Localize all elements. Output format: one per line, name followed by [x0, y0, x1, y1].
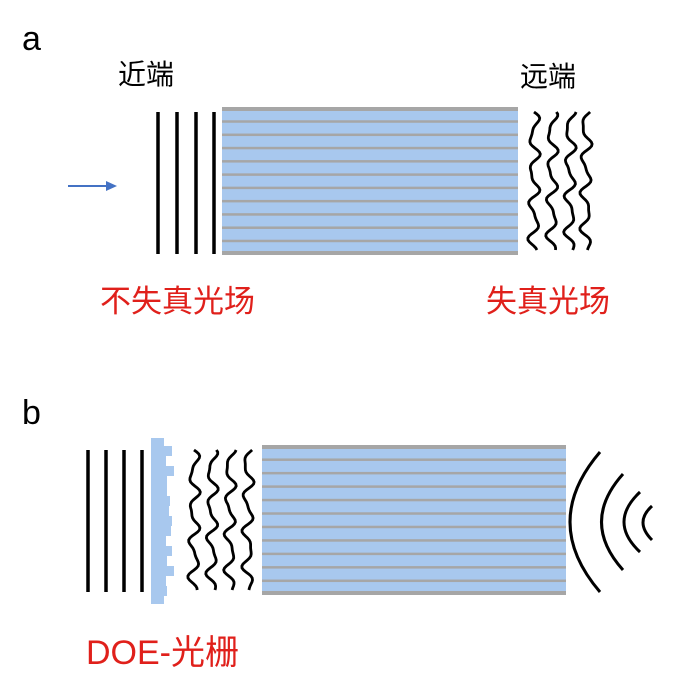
fiber-cladding-line	[222, 213, 518, 216]
doe-tooth	[164, 466, 174, 476]
distorted-wavefront	[562, 111, 578, 251]
fiber-cladding-line	[262, 445, 566, 449]
near-end-label: 近端	[118, 58, 174, 91]
distorted-field-label: 失真光场	[486, 284, 610, 320]
undistorted-field-label: 不失真光场	[100, 284, 255, 320]
panel-a: a 近端 远端 不失真光场 失真光场	[22, 20, 610, 320]
panel-b-letter: b	[22, 394, 41, 432]
doe-tooth	[164, 566, 174, 576]
distorted-wavefront	[222, 449, 238, 591]
fiber-cladding-line	[262, 458, 566, 461]
fiber-cladding-line	[222, 251, 518, 255]
panel-b: b DOE-光栅	[22, 394, 654, 672]
fiber-cladding-line	[262, 512, 566, 515]
far-distorted-wavefronts	[526, 110, 594, 251]
fiber-cladding-line	[222, 226, 518, 229]
doe-tooth	[164, 536, 166, 546]
fiber-cladding-line	[222, 107, 518, 111]
fiber-cladding-line	[222, 199, 518, 203]
fiber-cladding-line	[222, 186, 518, 190]
doe-grating-label: DOE-光栅	[86, 634, 239, 672]
doe-tooth	[164, 496, 170, 506]
fiber-cladding-line	[262, 579, 566, 583]
panel-a-letter: a	[22, 20, 41, 58]
fiber-core	[222, 108, 518, 254]
fiber-cladding-line	[222, 160, 518, 163]
doe-tooth	[164, 516, 172, 526]
fiber-cladding-line	[262, 566, 566, 569]
distorted-wavefront	[240, 448, 256, 591]
fiber-bundle-b	[262, 445, 566, 595]
incoming-arrow-icon	[68, 181, 117, 191]
doe-tooth	[164, 456, 166, 466]
doe-tooth	[164, 576, 166, 586]
distorted-wavefront	[526, 110, 542, 251]
input-wavefronts	[86, 450, 144, 592]
doe-tooth	[164, 446, 172, 456]
fiber-cladding-line	[262, 485, 566, 488]
fiber-cladding-line	[262, 539, 566, 542]
fiber-cladding-line	[222, 146, 518, 150]
pre-distorted-wavefronts	[186, 448, 256, 591]
doe-tooth	[164, 546, 172, 556]
fiber-cladding-line	[222, 239, 518, 243]
distorted-wavefront	[204, 449, 220, 591]
doe-tooth	[164, 506, 169, 516]
distorted-wavefront	[544, 111, 560, 251]
doe-tooth	[164, 486, 167, 496]
doe-tooth	[164, 556, 167, 566]
fiber-bundle-a	[222, 107, 518, 255]
doe-tooth	[164, 476, 167, 486]
fiber-cladding-line	[262, 525, 566, 529]
fiber-cladding-line	[262, 591, 566, 595]
output-curved-wavefronts	[568, 451, 654, 593]
fiber-cladding-line	[262, 498, 566, 502]
doe-grating	[151, 438, 174, 604]
fiber-cladding-line	[262, 471, 566, 475]
far-end-label: 远端	[520, 60, 576, 93]
distorted-wavefront	[186, 448, 202, 591]
near-wavefronts	[156, 112, 216, 254]
doe-tooth	[164, 586, 167, 596]
fiber-cladding-line	[262, 552, 566, 556]
fiber-cladding-line	[222, 173, 518, 176]
fiber-cladding-line	[222, 133, 518, 137]
fiber-core	[262, 446, 566, 594]
doe-plate	[151, 438, 164, 604]
fiber-cladding-line	[222, 120, 518, 123]
doe-tooth	[164, 526, 171, 536]
distorted-wavefront	[578, 110, 594, 251]
